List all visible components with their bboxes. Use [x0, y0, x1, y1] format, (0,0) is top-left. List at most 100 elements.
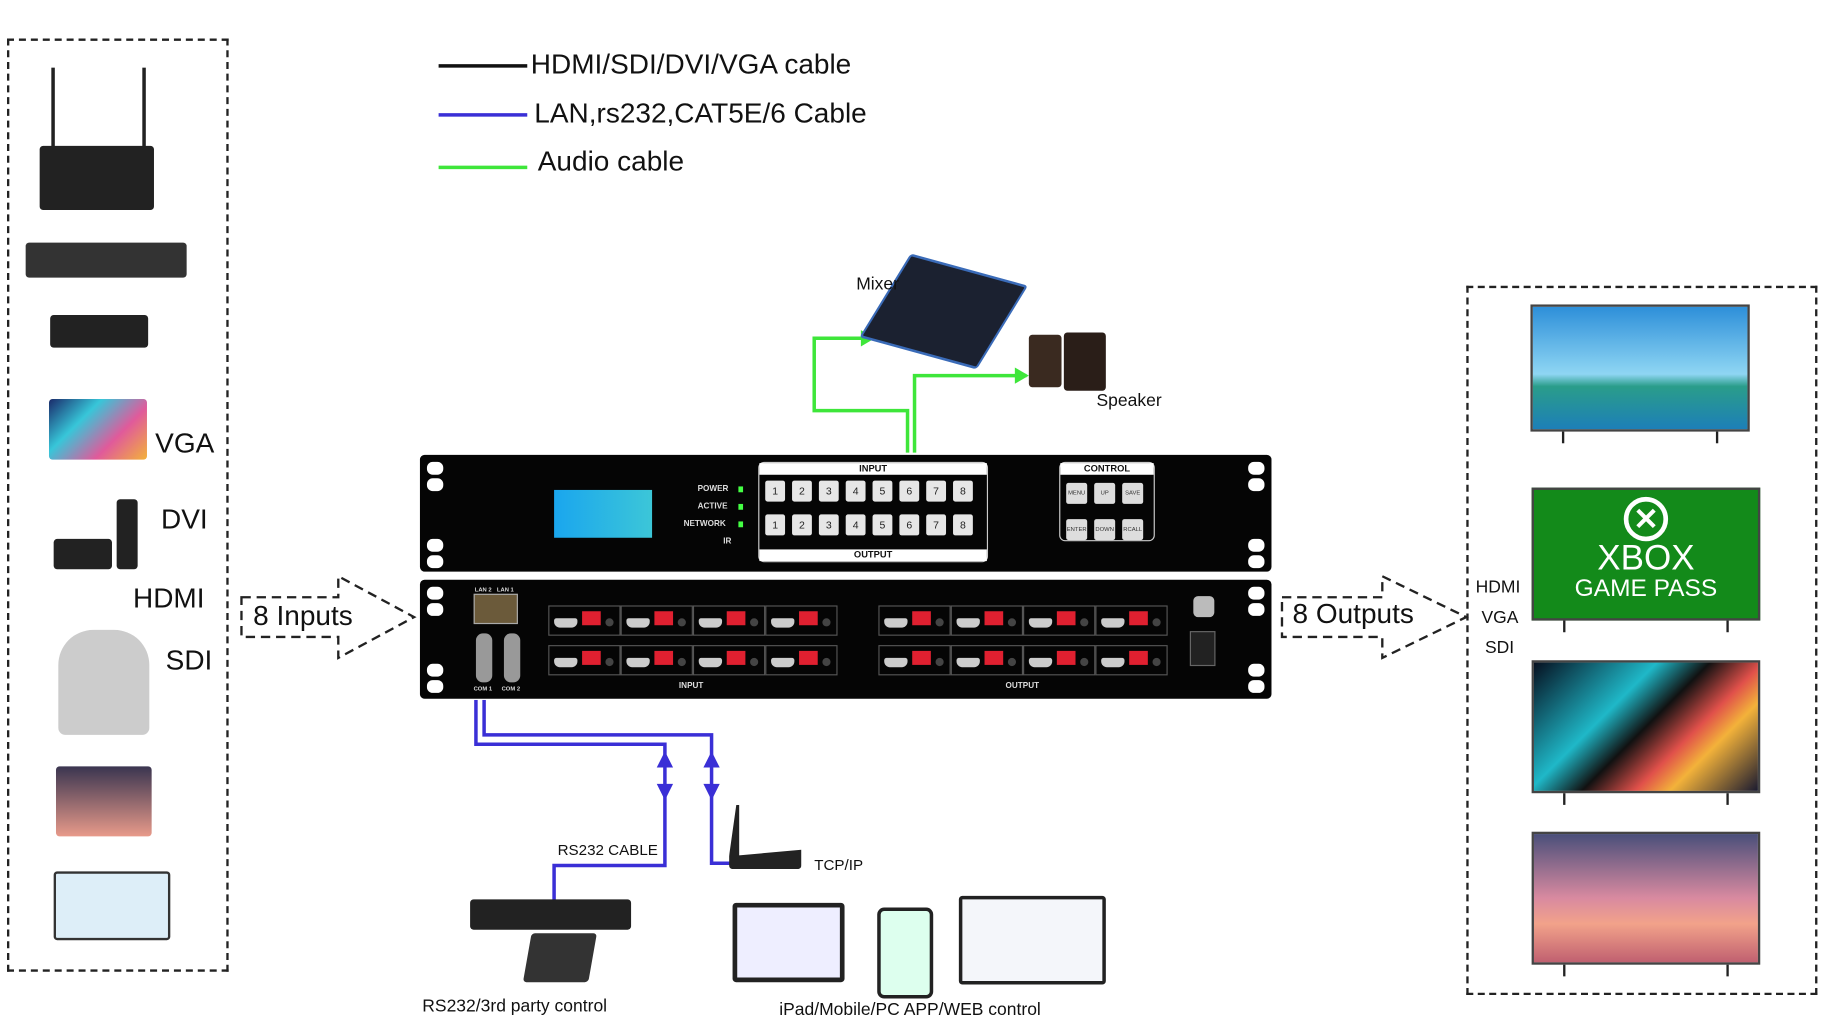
save-button[interactable]: SAVE — [1122, 482, 1144, 504]
rs232-caption: RS232/3rd party control — [422, 996, 608, 1017]
input-button-6[interactable]: 6 — [899, 480, 920, 502]
label-sdi: SDI — [165, 645, 213, 677]
input-button-1[interactable]: 1 — [765, 480, 786, 502]
rs232-cable-label: RS232 CABLE — [557, 841, 658, 859]
bluray-player-device — [25, 242, 187, 278]
output-hdmi-port-8[interactable] — [1095, 645, 1168, 676]
label-dvi: DVI — [160, 503, 208, 536]
output-hdmi-port-3[interactable] — [1023, 605, 1096, 636]
lan1-label: LAN 1 — [496, 586, 514, 594]
tv-display-1 — [1530, 304, 1750, 444]
app-caption: iPad/Mobile/PC APP/WEB control — [779, 999, 1041, 1020]
control-button-group: CONTROL MENU UP SAVE ENTER DOWN RCALL — [1059, 461, 1155, 542]
led-active: ACTIVE — [697, 502, 728, 511]
output-hdmi-port-1[interactable] — [878, 605, 951, 636]
lan-rs232-cables — [474, 699, 735, 908]
display-devices-box — [1466, 285, 1818, 996]
menu-button[interactable]: MENU — [1066, 482, 1088, 504]
outputs-arrow — [1280, 574, 1469, 660]
input-button-3[interactable]: 3 — [818, 480, 839, 502]
source-devices-box — [6, 38, 229, 972]
rear-input-label: INPUT — [678, 682, 704, 691]
lan-ports[interactable] — [473, 593, 518, 625]
legend-line-audio — [438, 165, 528, 170]
input-button-8[interactable]: 8 — [953, 480, 973, 502]
input-button-4[interactable]: 4 — [845, 480, 866, 502]
output-button-2[interactable]: 2 — [792, 514, 812, 536]
audio-cables — [812, 330, 1029, 453]
tv-display-4 — [1531, 831, 1761, 977]
control-title: CONTROL — [1060, 463, 1154, 475]
input-hdmi-port-8[interactable] — [765, 645, 838, 676]
down-button[interactable]: DOWN — [1094, 519, 1116, 541]
output-type-sdi: SDI — [1484, 638, 1515, 658]
output-button-1[interactable]: 1 — [765, 514, 786, 536]
ptz-camera-device — [58, 629, 150, 735]
outputs-label: 8 Outputs — [1292, 598, 1414, 630]
input-hdmi-port-4[interactable] — [765, 605, 838, 636]
antenna — [51, 67, 55, 150]
laptop-device — [53, 871, 171, 941]
output-hdmi-port-5[interactable] — [878, 645, 951, 676]
speaker-right — [1063, 332, 1106, 391]
output-button-8[interactable]: 8 — [953, 514, 973, 536]
recall-button[interactable]: RCALL — [1122, 519, 1144, 541]
com2-label: COM 2 — [501, 685, 521, 693]
output-button-7[interactable]: 7 — [926, 514, 947, 536]
enter-button[interactable]: ENTER — [1066, 519, 1088, 541]
up-button[interactable]: UP — [1094, 482, 1116, 504]
output-hdmi-port-7[interactable] — [1023, 645, 1096, 676]
led-network: NETWORK — [683, 520, 726, 529]
legend-lan: LAN,rs232,CAT5E/6 Cable — [534, 97, 867, 130]
output-type-vga: VGA — [1481, 607, 1519, 628]
inputs-arrow — [240, 574, 417, 660]
output-button-6[interactable]: 6 — [899, 514, 920, 536]
output-button-4[interactable]: 4 — [845, 514, 866, 536]
com2-port[interactable] — [503, 633, 521, 683]
keypad-device — [522, 933, 597, 983]
input-hdmi-port-3[interactable] — [692, 605, 766, 636]
mixer-label: Mixer — [856, 274, 899, 294]
tcpip-label: TCP/IP — [814, 856, 864, 874]
output-hdmi-port-2[interactable] — [950, 605, 1024, 636]
lcd-screen — [554, 489, 653, 538]
pc-laptop-device — [958, 895, 1106, 985]
rs232-controller-device — [470, 899, 632, 930]
legend-audio: Audio cable — [537, 145, 685, 178]
input-button-7[interactable]: 7 — [926, 480, 947, 502]
input-hdmi-port-7[interactable] — [692, 645, 766, 676]
input-button-2[interactable]: 2 — [792, 480, 812, 502]
input-hdmi-port-2[interactable] — [620, 605, 693, 636]
led-power: POWER — [697, 485, 729, 494]
xbox-text: XBOX — [1597, 538, 1695, 578]
input-hdmi-port-5[interactable] — [548, 645, 621, 676]
remote-device — [116, 499, 138, 570]
com1-port[interactable] — [475, 633, 493, 683]
lan2-label: LAN 2 — [474, 586, 492, 594]
input-title: INPUT — [759, 463, 987, 475]
xbox-logo-icon: ✕ — [1623, 496, 1669, 542]
inputs-label: 8 Inputs — [253, 600, 353, 633]
input-hdmi-port-1[interactable] — [548, 605, 621, 636]
label-hdmi: HDMI — [132, 583, 205, 615]
wireless-router-device — [39, 145, 154, 210]
power-switch[interactable] — [1189, 631, 1216, 667]
tablet-device — [732, 902, 845, 983]
output-button-3[interactable]: 3 — [818, 514, 839, 536]
power-inlet — [1193, 596, 1215, 618]
speaker-left — [1028, 334, 1062, 388]
game-pass-text: GAME PASS — [1574, 575, 1718, 602]
input-hdmi-port-6[interactable] — [620, 645, 693, 676]
output-hdmi-port-6[interactable] — [950, 645, 1024, 676]
output-button-5[interactable]: 5 — [872, 514, 893, 536]
phone-device — [877, 907, 934, 999]
rear-output-label: OUTPUT — [1005, 682, 1040, 691]
legend-line-hdmi — [438, 64, 528, 68]
apple-tv-device — [53, 538, 112, 570]
tv-display-3 — [1531, 660, 1761, 805]
output-hdmi-port-4[interactable] — [1095, 605, 1168, 636]
input-button-5[interactable]: 5 — [872, 480, 893, 502]
